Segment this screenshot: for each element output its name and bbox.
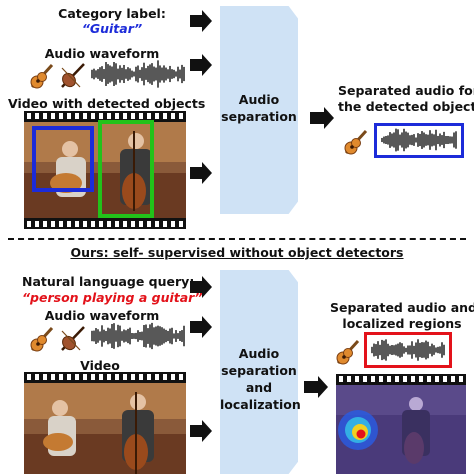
top-output-waveform xyxy=(374,123,464,158)
right-detection-box xyxy=(98,120,154,218)
top-video-label: Video with detected objects xyxy=(8,96,206,111)
top-audio-separation-box xyxy=(220,6,298,214)
arrow-right-icon xyxy=(190,54,212,76)
section-divider xyxy=(8,238,466,240)
guitar-icon xyxy=(344,129,368,155)
localized-film-strip xyxy=(336,374,466,474)
query-value: “person playing a guitar” xyxy=(22,290,203,305)
bottom-process-line3: and xyxy=(245,379,273,395)
bottom-output-waveform xyxy=(364,332,452,368)
violin-icon xyxy=(61,326,85,351)
top-output-label-line1: Separated audio for xyxy=(338,83,474,98)
arrow-right-icon xyxy=(190,420,212,442)
guitar-icon xyxy=(30,326,54,352)
bottom-video-label: Video xyxy=(80,358,120,373)
bottom-process-line1: Audio xyxy=(238,346,280,361)
top-film-strip xyxy=(24,111,186,229)
top-instrument-icons xyxy=(30,63,85,89)
top-output-label-line2: the detected object xyxy=(338,99,474,114)
top-process-line1: Audio xyxy=(238,92,280,107)
arrow-right-icon xyxy=(310,107,334,129)
query-title: Natural language query: xyxy=(22,274,195,289)
section-title: Ours: self- supervised without object de… xyxy=(70,245,404,260)
category-label-title: Category label: xyxy=(58,6,166,21)
guitar-icon xyxy=(336,339,360,365)
bottom-audio-waveform-label: Audio waveform xyxy=(44,308,160,323)
bottom-audio-separation-box xyxy=(220,270,298,474)
arrow-right-icon xyxy=(190,10,212,32)
arrow-right-icon xyxy=(190,276,212,298)
arrow-right-icon xyxy=(304,376,328,398)
bottom-process-label: Audio separation and localization xyxy=(220,346,301,414)
top-audio-waveform-label: Audio waveform xyxy=(44,46,160,61)
guitar-icon xyxy=(30,63,54,89)
bottom-process-line2: separation xyxy=(221,362,297,378)
bottom-film-strip xyxy=(24,372,186,474)
arrow-right-icon xyxy=(190,316,212,338)
top-process-label: Audio separation xyxy=(220,92,298,126)
bottom-process-line4: localization xyxy=(220,396,301,412)
left-detection-box xyxy=(32,126,94,192)
bottom-output-label-line1: Separated audio and xyxy=(330,300,474,315)
waveform-icon xyxy=(91,60,185,88)
film-strip-icon xyxy=(27,113,183,227)
top-process-line2: separation xyxy=(221,108,297,124)
bottom-instrument-icons xyxy=(30,326,85,352)
violin-icon xyxy=(61,63,85,88)
bottom-output-label-line2: localized regions xyxy=(342,316,462,331)
waveform-icon xyxy=(91,322,185,350)
arrow-right-icon xyxy=(190,162,212,184)
category-label-value: “Guitar” xyxy=(81,21,143,36)
